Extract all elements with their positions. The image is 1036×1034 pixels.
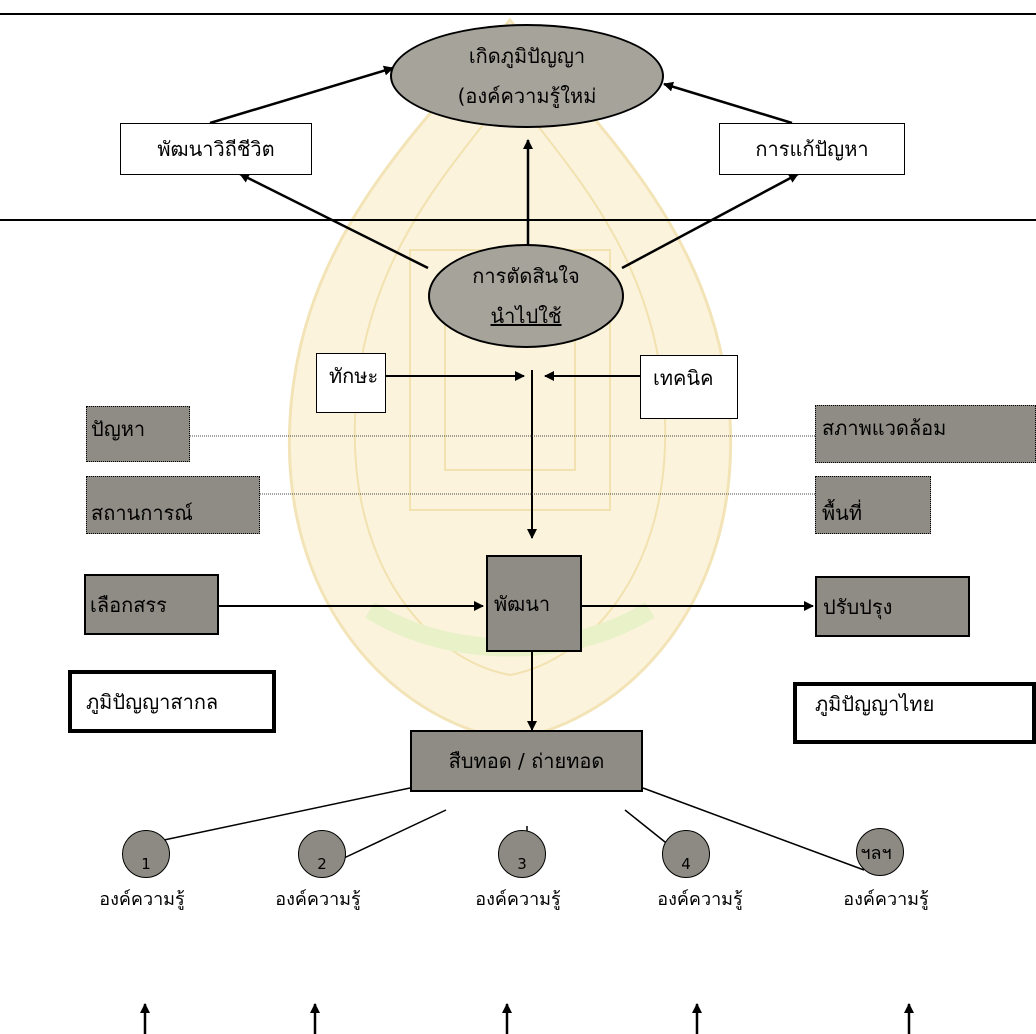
situation-box: สถานการณ์ xyxy=(86,476,260,534)
technique-box: เทคนิค xyxy=(640,355,738,419)
area-label: พื้นที่ xyxy=(822,501,863,525)
technique-label: เทคนิค xyxy=(653,366,714,390)
develop-label: พัฒนา xyxy=(494,591,551,616)
transfer-label: สืบทอด / ถ่ายทอด xyxy=(448,749,605,773)
knowledge-node-3: 3 xyxy=(498,830,546,878)
environment-box: สภาพแวดล้อม xyxy=(815,405,1036,463)
knowledge-number: 4 xyxy=(681,855,691,873)
situation-label: สถานการณ์ xyxy=(91,501,193,525)
knowledge-node-4: 4 xyxy=(662,830,710,878)
environment-label: สภาพแวดล้อม xyxy=(822,416,947,440)
universal-wisdom-box: ภูมิปัญญาสากล xyxy=(68,670,276,733)
develop-box: พัฒนา xyxy=(486,555,582,652)
problem-label: ปัญหา xyxy=(91,417,146,441)
problem-box: ปัญหา xyxy=(86,406,190,462)
knowledge-number: 2 xyxy=(317,855,327,873)
develop-lifestyle-box: พัฒนาวิถีชีวิต xyxy=(120,123,312,175)
select-label: เลือกสรร xyxy=(90,592,167,617)
area-box: พื้นที่ xyxy=(815,476,931,534)
knowledge-number: 3 xyxy=(517,855,527,873)
thai-wisdom-box: ภูมิปัญญาไทย xyxy=(793,682,1036,744)
knowledge-label-1: องค์ความรู้ xyxy=(99,889,185,910)
knowledge-node-2: 2 xyxy=(298,830,346,878)
knowledge-label-4: องค์ความรู้ xyxy=(657,889,743,910)
skill-label: ทักษะ xyxy=(329,364,379,388)
new-wisdom-line2: (องค์ความรู้ใหม่ xyxy=(457,84,597,108)
problem-solving-box: การแก้ปัญหา xyxy=(719,123,905,175)
knowledge-node-etc: ฯลฯ xyxy=(856,828,904,876)
thai-wisdom-label: ภูมิปัญญาไทย xyxy=(815,692,935,716)
knowledge-label-3: องค์ความรู้ xyxy=(475,889,561,910)
knowledge-number: 1 xyxy=(141,855,151,873)
improve-box: ปรับปรุง xyxy=(815,576,970,637)
new-wisdom-line1: เกิดภูมิปัญญา xyxy=(468,44,586,68)
new-wisdom-ellipse: เกิดภูมิปัญญา (องค์ความรู้ใหม่ xyxy=(390,24,664,128)
decision-ellipse: การตัดสินใจ นำไปใช้ xyxy=(428,244,624,348)
knowledge-label-etc: องค์ความรู้ xyxy=(843,889,929,910)
decision-line1: การตัดสินใจ xyxy=(472,264,580,288)
knowledge-label-2: องค์ความรู้ xyxy=(275,889,361,910)
improve-label: ปรับปรุง xyxy=(823,594,893,619)
problem-solving-label: การแก้ปัญหา xyxy=(755,137,869,161)
skill-box: ทักษะ xyxy=(316,353,386,413)
decision-line2: นำไปใช้ xyxy=(490,304,562,328)
transfer-box: สืบทอด / ถ่ายทอด xyxy=(410,730,643,792)
select-box: เลือกสรร xyxy=(84,574,219,635)
universal-wisdom-label: ภูมิปัญญาสากล xyxy=(86,689,219,714)
knowledge-number: ฯลฯ xyxy=(860,842,892,864)
knowledge-node-1: 1 xyxy=(122,830,170,878)
develop-lifestyle-label: พัฒนาวิถีชีวิต xyxy=(157,137,275,161)
